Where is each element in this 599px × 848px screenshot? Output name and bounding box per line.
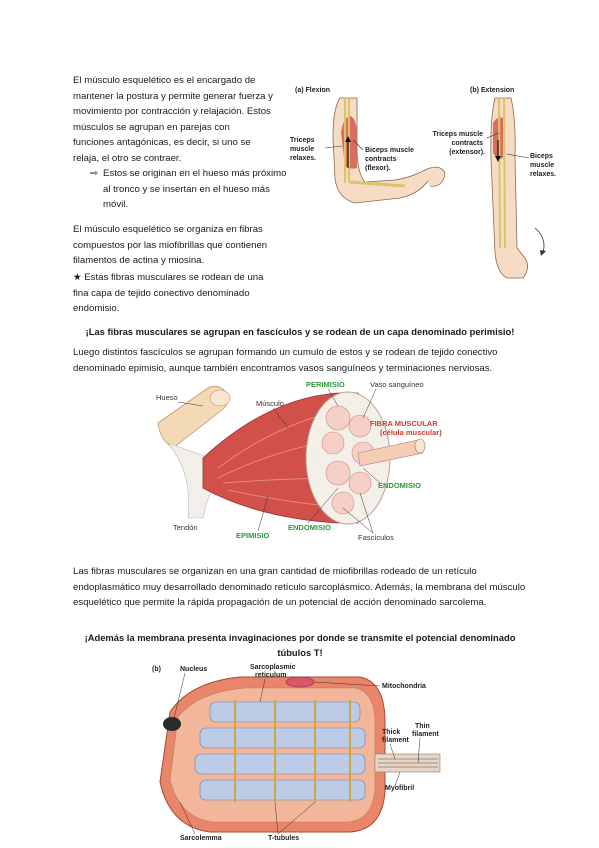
extension-arm-illustration xyxy=(490,97,546,279)
label-thin-filament: Thin filament xyxy=(412,723,440,738)
arrow-bullet-icon: ⇨ xyxy=(90,168,99,179)
extension-biceps-label: Biceps muscle relaxes. xyxy=(530,153,556,178)
label-hueso: Hueso xyxy=(156,393,178,402)
label-celula-muscular: (célula muscular) xyxy=(380,428,442,437)
muscle-organization-figure: Hueso Músculo PERIMISIO Vaso sanguíneo F… xyxy=(148,378,448,548)
arrow-bullet: ⇨ Estos se originan en el hueso más próx… xyxy=(90,166,293,213)
extension-triceps-label: Triceps muscle contracts (extensor). xyxy=(432,131,485,156)
label-sarcoplasmic-reticulum: Sarcoplasmic reticulum xyxy=(250,664,297,679)
label-tendon: Tendón xyxy=(173,523,198,532)
label-mitochondria: Mitochondria xyxy=(382,683,426,690)
star-bullet-text: Estas fibras musculares se rodean de una… xyxy=(73,272,264,315)
sarcolema-paragraph: Las fibras musculares se organizan en un… xyxy=(73,566,526,609)
muscle-fiber-structure-figure: (b) Nucleus Sarcoplasmic reticulum Mitoc… xyxy=(150,662,450,842)
heading-tubulos-t-line2: túbulos T! xyxy=(277,647,323,658)
label-nucleus: Nucleus xyxy=(180,666,207,673)
label-myofibril: Myofibril xyxy=(385,785,414,792)
star-icon: ★ xyxy=(73,272,82,283)
heading-perimisio: ¡Las fibras musculares se agrupan en fas… xyxy=(85,326,515,337)
label-musculo: Músculo xyxy=(256,399,284,408)
fiber-paragraph: El músculo esquelético se organiza en fi… xyxy=(73,224,268,267)
label-endomisio-right: ENDOMISIO xyxy=(378,481,421,490)
epimisio-paragraph: Luego distintos fascículos se agrupan fo… xyxy=(73,347,498,374)
label-epimisio: EPIMISIO xyxy=(236,531,270,540)
arrow-bullet-text: Estos se originan en el hueso más próxim… xyxy=(103,168,287,211)
label-vaso-sanguineo: Vaso sanguíneo xyxy=(370,380,424,389)
flexion-biceps-label: Biceps muscle contracts (flexor). xyxy=(365,147,416,172)
label-sarcolemma: Sarcolemma xyxy=(180,835,222,842)
heading-tubulos-t-line1: ¡Además la membrana presenta invaginacio… xyxy=(84,632,516,643)
label-fibra-muscular: FIBRA MUSCULAR xyxy=(370,419,438,428)
label-panel-b: (b) xyxy=(152,666,161,673)
intro-paragraph: El músculo esquelético es el encargado d… xyxy=(73,75,273,164)
flexion-arm-illustration xyxy=(332,97,446,204)
label-thick-filament: Thick filament xyxy=(382,729,410,744)
star-bullet: ★ Estas fibras musculares se rodean de u… xyxy=(73,270,278,317)
flexion-triceps-label: Triceps muscle relaxes. xyxy=(290,137,316,162)
label-endomisio-bottom: ENDOMISIO xyxy=(288,523,331,532)
arm-flexion-extension-figure: (a) Flexion (b) Extension Triceps muscle… xyxy=(285,78,570,293)
label-perimisio: PERIMISIO xyxy=(306,380,345,389)
extension-title: (b) Extension xyxy=(470,87,514,94)
label-fasciculos: Fascículos xyxy=(358,533,394,542)
flexion-title: (a) Flexion xyxy=(295,87,330,94)
label-t-tubules: T-tubules xyxy=(268,835,299,842)
